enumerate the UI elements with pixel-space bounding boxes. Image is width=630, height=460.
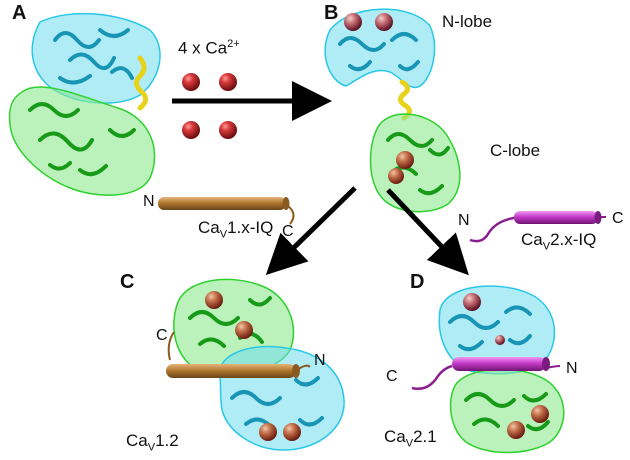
complex-d-n-terminus: N	[566, 360, 578, 377]
c-lobe-surface	[369, 113, 461, 213]
cav2x-iq-peptide	[469, 211, 606, 243]
bound-calcium-icon	[531, 405, 549, 423]
bound-calcium-icon	[495, 335, 505, 345]
c-lobe-ribbon	[28, 102, 136, 177]
bound-calcium-icon	[205, 291, 223, 309]
bound-calcium-icon	[283, 423, 301, 441]
calcium-ion-icon	[219, 73, 237, 91]
bound-calcium-icon	[507, 421, 525, 439]
bound-calcium-icon	[396, 151, 414, 169]
linker-helix	[134, 55, 148, 111]
bound-calcium-icon	[375, 13, 393, 31]
peptide-1x-label: CaV1.x-IQ	[198, 218, 274, 241]
complex-c-n-terminus: N	[314, 352, 326, 369]
cav1x-iq-peptide	[158, 197, 295, 225]
panel-label-b: B	[324, 2, 339, 24]
n-lobe-ribbon	[53, 28, 134, 85]
calcium-ion-icon	[182, 121, 200, 139]
calcium-ion-icon	[182, 73, 200, 91]
bound-calcium-icon	[344, 13, 362, 31]
peptide-2x-c-terminus: C	[612, 210, 624, 227]
complex-d-c-terminus: C	[386, 368, 398, 385]
calcium-stoichiometry-label: 4 x Ca2+	[178, 38, 240, 58]
holo-calmodulin	[324, 8, 461, 213]
panel-label-c: C	[120, 271, 135, 293]
panel-label-d: D	[410, 271, 425, 293]
c-lobe-ribbon	[188, 296, 272, 348]
n-lobe-label: N-lobe	[442, 12, 493, 31]
linker-helix	[398, 79, 412, 121]
bound-calcium-icon	[463, 293, 481, 311]
peptide-1x-n-terminus: N	[143, 193, 155, 210]
free-calcium-ions	[182, 73, 237, 139]
arrow-to-c-icon	[265, 186, 357, 275]
bound-calcium-icon	[235, 321, 253, 339]
complex-d-label: CaV2.1	[384, 427, 437, 450]
cav12-complex	[166, 278, 345, 451]
c-lobe-surface	[8, 86, 156, 196]
complex-c-c-terminus: C	[156, 327, 168, 344]
complex-c-label: CaV1.2	[126, 431, 179, 454]
peptide-1x-c-terminus: C	[282, 223, 294, 240]
c-lobe-ribbon	[464, 392, 550, 432]
bound-calcium-icon	[388, 168, 404, 184]
apo-calmodulin	[8, 12, 161, 196]
bound-calcium-icon	[259, 423, 277, 441]
c-lobe-label: C-lobe	[490, 141, 541, 160]
panel-label-a: A	[12, 2, 27, 24]
n-lobe-ribbon	[230, 376, 324, 428]
peptide-2x-n-terminus: N	[458, 212, 470, 229]
calcium-ion-icon	[219, 121, 237, 139]
n-lobe-ribbon	[448, 305, 532, 352]
n-lobe-ribbon	[338, 32, 420, 72]
peptide-2x-label: CaV2.x-IQ	[521, 230, 597, 253]
arrow-to-d-icon	[386, 188, 469, 276]
cav21-complex	[411, 285, 565, 454]
